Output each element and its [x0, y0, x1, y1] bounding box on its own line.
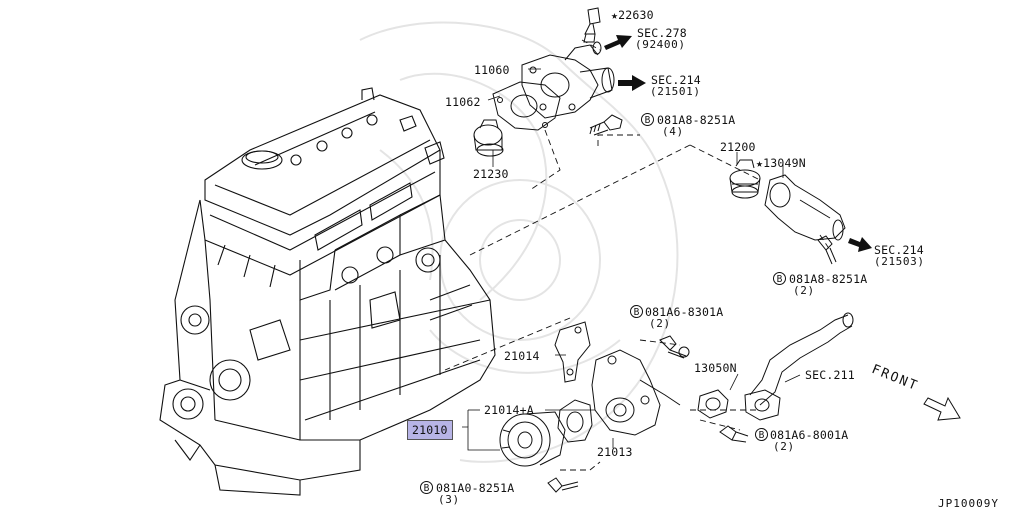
- thermostat-21200-drawing: [729, 159, 761, 199]
- bolt-3-drawing: [659, 335, 690, 359]
- sec-278-sub: (92400): [635, 38, 686, 51]
- gasket-11062-drawing: [492, 81, 561, 131]
- bolt-2-drawing: [817, 235, 837, 265]
- bolt-3-qty: (2): [649, 317, 671, 330]
- bolt-b-icon: B: [755, 428, 768, 441]
- diagram-code: JP10009Y: [938, 497, 999, 510]
- part-11060-label: 11060: [474, 63, 510, 77]
- bolt-1-drawing: [589, 114, 623, 136]
- housing-13049n-drawing: [764, 174, 846, 241]
- gasket-13050n-drawing: [697, 389, 729, 419]
- bolt-b-icon: B: [641, 113, 654, 126]
- water-outlet-11060-drawing: [521, 41, 615, 119]
- watermark-logo: [359, 21, 679, 463]
- bolt-5-drawing: [547, 477, 579, 493]
- sec-214-b-label[interactable]: SEC.214: [874, 243, 924, 257]
- arrow-sec278: [604, 35, 632, 50]
- arrow-sec214b: [848, 237, 872, 252]
- bolt-5-qty: (3): [438, 493, 460, 506]
- sec-214-a-label[interactable]: SEC.214: [651, 73, 701, 87]
- bolt-5-label: 081A0-8251A: [436, 481, 515, 495]
- part-21013-label: 21013: [597, 445, 633, 459]
- bolt-b-icon: B: [630, 305, 643, 318]
- part-21014-label: 21014: [504, 349, 540, 363]
- part-21010-highlighted-label[interactable]: 21010: [407, 420, 453, 440]
- part-13050n-label: 13050N: [694, 361, 737, 375]
- arrow-sec214a: [618, 75, 646, 91]
- bolt-1-label: 081A8-8251A: [657, 113, 736, 127]
- hose-sec211-drawing: [744, 312, 854, 421]
- bolt-3-label: 081A6-8301A: [645, 305, 724, 319]
- sec-214-a-sub: (21501): [650, 85, 701, 98]
- bolt-b-icon: B: [420, 481, 433, 494]
- part-11062-label: 11062: [445, 95, 481, 109]
- sensor-22630-drawing: [583, 7, 601, 43]
- part-13049n-label: ★13049N: [756, 156, 806, 170]
- water-pump-21010-drawing: [499, 411, 566, 467]
- part-21230-label: 21230: [473, 167, 509, 181]
- front-arrow-icon: [923, 396, 961, 421]
- gasket-21014a-drawing: [557, 399, 593, 443]
- bolt-1-qty: (4): [662, 125, 684, 138]
- bolt-b-icon: B: [773, 272, 786, 285]
- bracket-21014-drawing: [554, 321, 591, 383]
- part-21200-label: 21200: [720, 140, 756, 154]
- sec-278-label[interactable]: SEC.278: [637, 26, 687, 40]
- thermostat-21230-drawing: [473, 119, 504, 157]
- pump-housing-21013-drawing: [591, 349, 681, 436]
- bolt-4-qty: (2): [773, 440, 795, 453]
- part-21014a-label: 21014+A: [484, 403, 534, 417]
- engine-block: [159, 87, 496, 496]
- sec-211-label[interactable]: SEC.211: [805, 368, 855, 382]
- bolt-4-drawing: [719, 425, 749, 443]
- bolt-2-qty: (2): [793, 284, 815, 297]
- bolt-2-label: 081A8-8251A: [789, 272, 868, 286]
- part-22630-label: ★22630: [611, 8, 654, 22]
- bolt-4-label: 081A6-8001A: [770, 428, 849, 442]
- sec-214-b-sub: (21503): [874, 255, 925, 268]
